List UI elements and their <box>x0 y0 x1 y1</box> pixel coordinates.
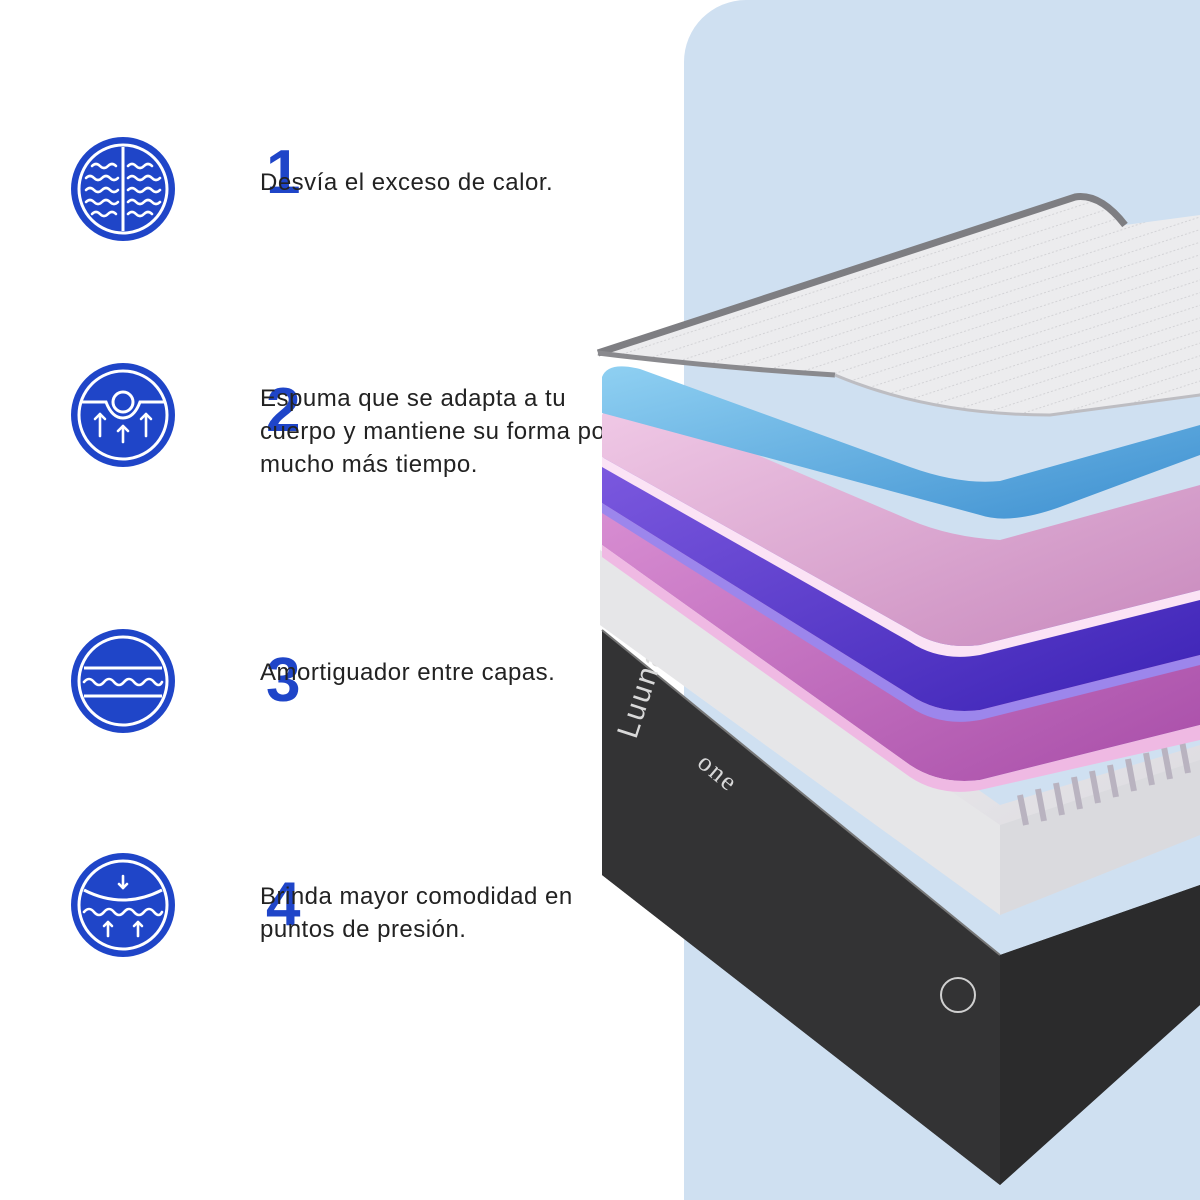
feature-description: Amortiguador entre capas. <box>260 659 556 686</box>
wave-layers-icon <box>71 137 175 241</box>
feature-description: Desvía el exceso de calor. <box>260 169 554 196</box>
feature-description: Brinda mayor comodidad en puntos de pres… <box>260 883 573 943</box>
cushion-layer-icon <box>71 629 175 733</box>
feature-number: 1 <box>266 138 301 207</box>
mattress-blue-layer <box>602 366 1200 519</box>
feature-item-3: 3 Amortiguador entre capas. <box>70 628 690 738</box>
pressure-relief-icon <box>71 853 175 957</box>
feature-description: Espuma que se adapta a tu cuerpo y manti… <box>260 385 614 478</box>
adaptive-foam-icon <box>71 363 175 467</box>
mattress-knit-cover <box>596 193 1200 417</box>
feature-number: 3 <box>266 646 301 715</box>
mattress-base-layer: Luuna one <box>601 629 1200 1185</box>
mattress-pink-layer <box>602 402 1200 646</box>
feature-item-4: 4 Brinda mayor comodidad en puntos de pr… <box>70 852 690 962</box>
feature-item-1: 1 Desvía el exceso de calor. <box>70 136 690 246</box>
feature-number: 2 <box>266 376 301 445</box>
feature-item-2: 2 Espuma que se adapta a tu cuerpo y man… <box>70 362 690 478</box>
brand-emblem-icon <box>940 977 976 1013</box>
feature-number: 4 <box>266 870 301 939</box>
mattress-layers-illustration: Luuna one <box>596 193 1200 1185</box>
